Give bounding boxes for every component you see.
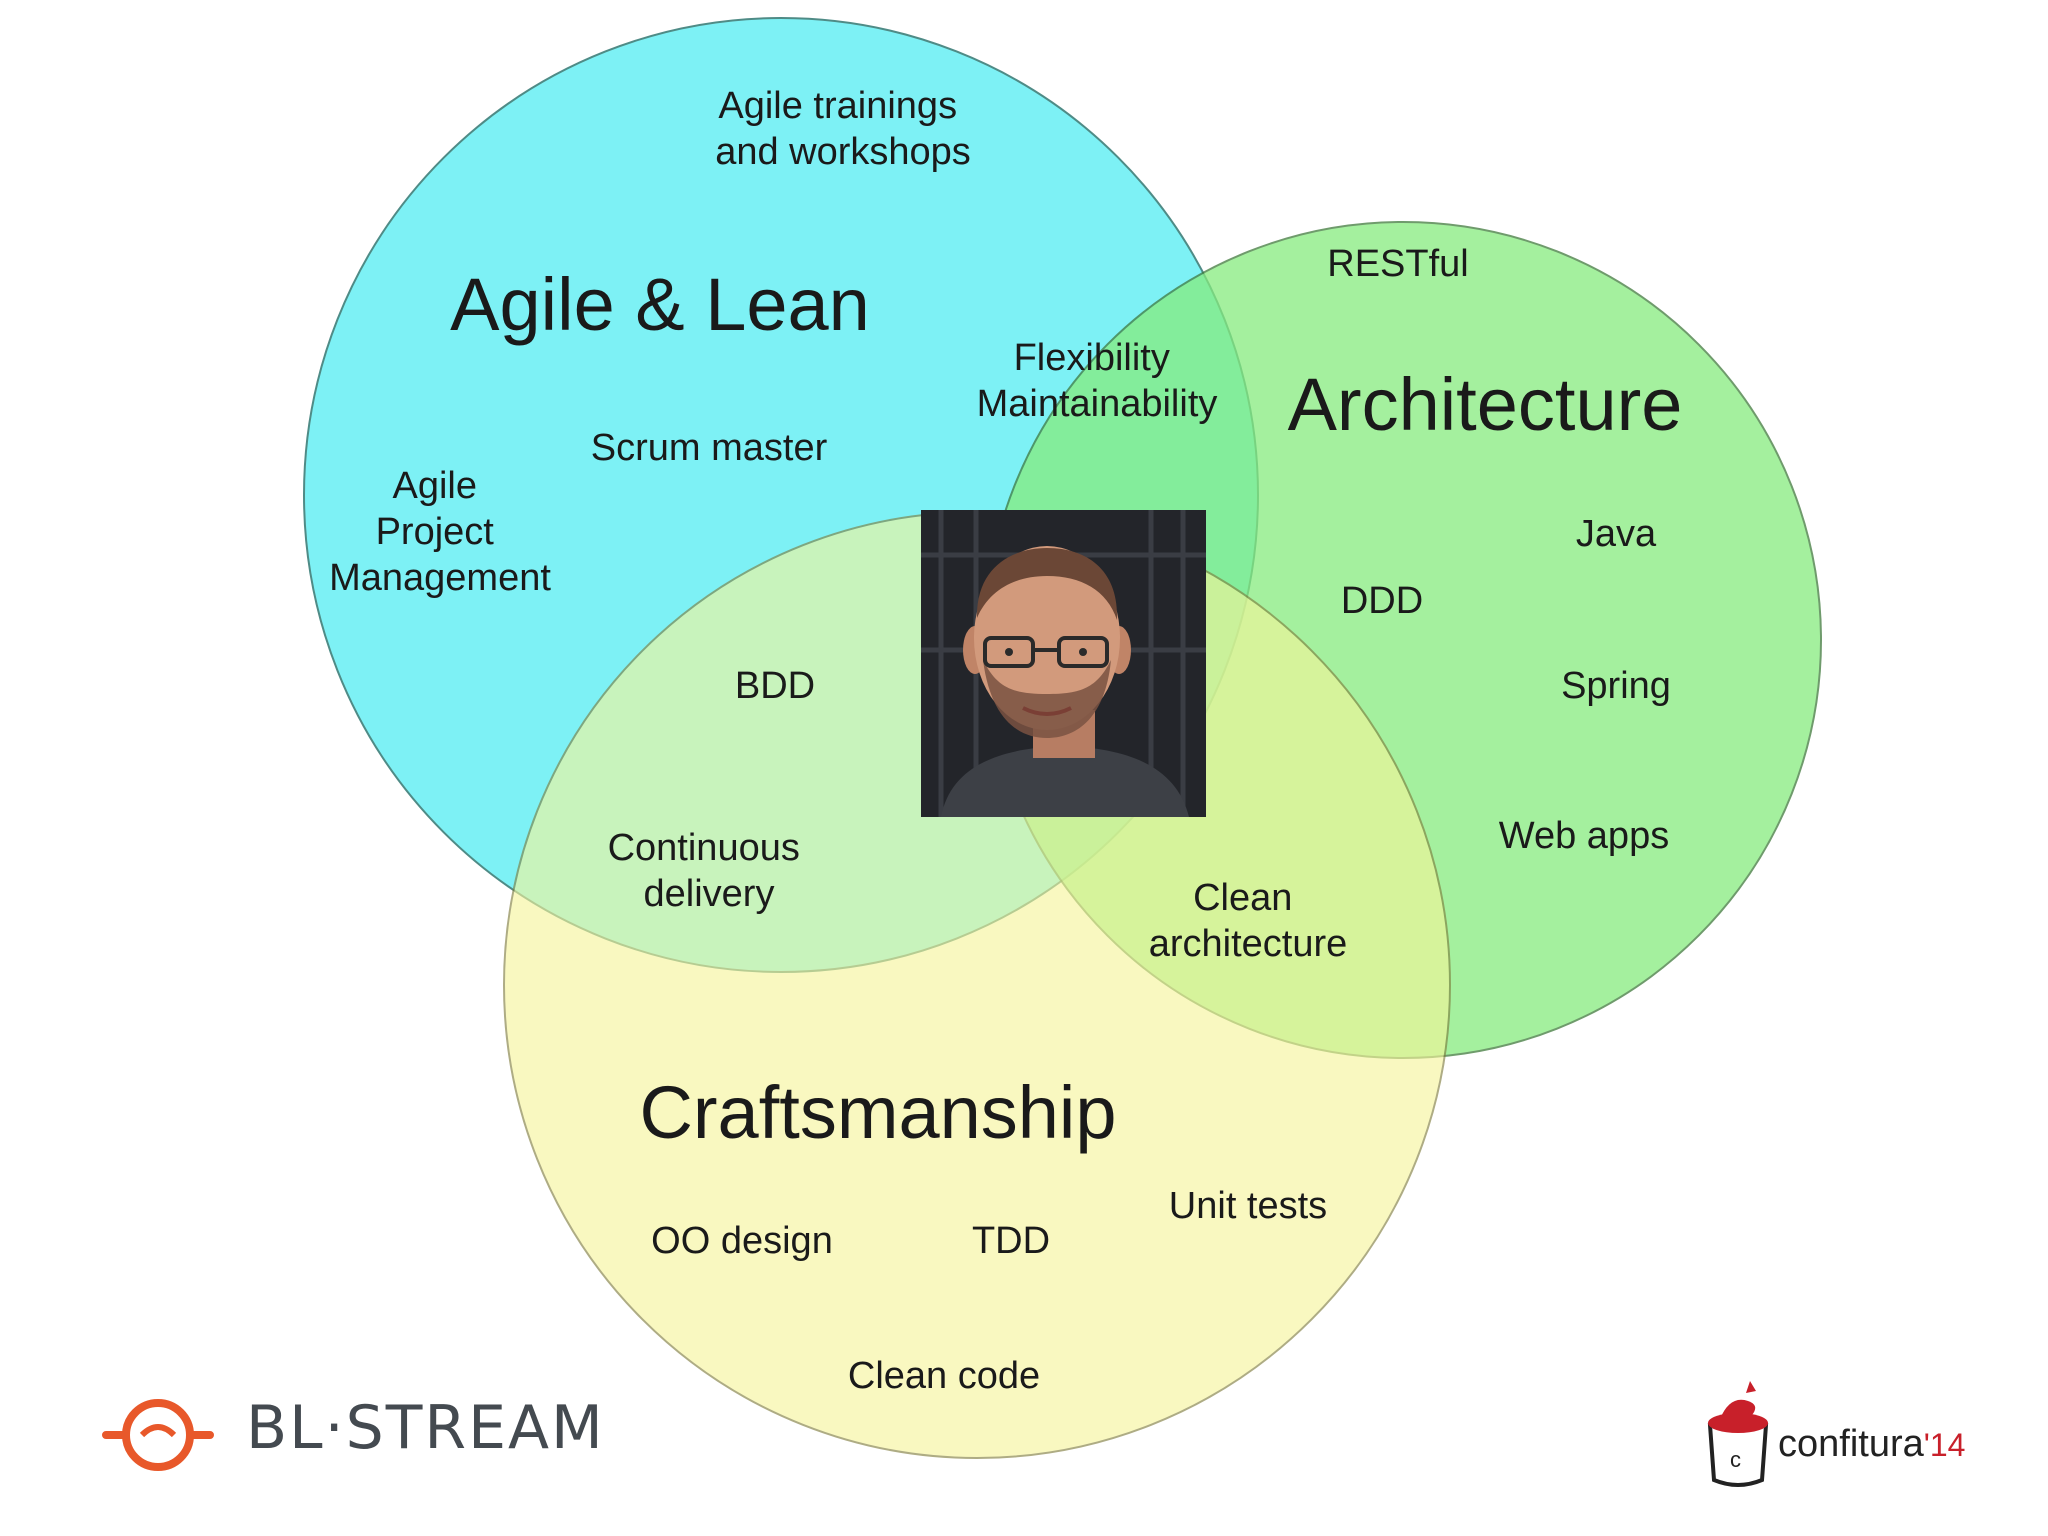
item-scrum-master: Scrum master [591,427,828,469]
item-web-apps: Web apps [1499,815,1669,857]
confitura-year: '14 [1923,1427,1966,1463]
confitura-jar-top [1720,1399,1756,1419]
confitura-jar-icon: c [1707,1381,1769,1487]
item-oo-design: OO design [651,1220,833,1262]
item-clean-architecture: Clean architecture [1149,877,1348,965]
speaker-portrait [921,510,1206,817]
confitura-logo: c confitura'14 [1700,1375,1980,1495]
item-ddd: DDD [1341,580,1423,622]
bl-stream-wordmark: BL·STREAM [246,1393,605,1463]
title-agile-lean: Agile & Lean [450,263,870,346]
item-spring: Spring [1561,665,1671,707]
confitura-jar-flame [1746,1381,1756,1393]
item-continuous-delivery: Continuous delivery [608,827,811,915]
item-bdd: BDD [735,665,815,707]
confitura-name: confitura [1778,1423,1924,1465]
item-java: Java [1576,513,1657,555]
bl-stream-logo-smile [139,1424,177,1438]
item-clean-code: Clean code [848,1355,1040,1397]
bl-stream-logo-arc [102,1399,214,1439]
item-tdd: TDD [972,1220,1050,1262]
title-architecture: Architecture [1288,363,1683,446]
title-craftsmanship: Craftsmanship [639,1071,1116,1154]
item-agile-trainings: Agile trainings and workshops [715,85,971,173]
item-flexibility-maintainability: Flexibility Maintainability [977,337,1218,425]
bl-stream-logo-arc-lower [122,1431,194,1471]
bl-stream-logo: BL·STREAM [98,1385,618,1475]
confitura-wordmark: confitura'14 [1778,1423,1965,1466]
item-unit-tests: Unit tests [1169,1185,1327,1227]
item-agile-project-management: Agile Project Management [329,465,551,599]
svg-text:c: c [1730,1447,1741,1472]
item-restful: RESTful [1327,243,1468,285]
bl-stream-logo-icon [102,1399,214,1471]
